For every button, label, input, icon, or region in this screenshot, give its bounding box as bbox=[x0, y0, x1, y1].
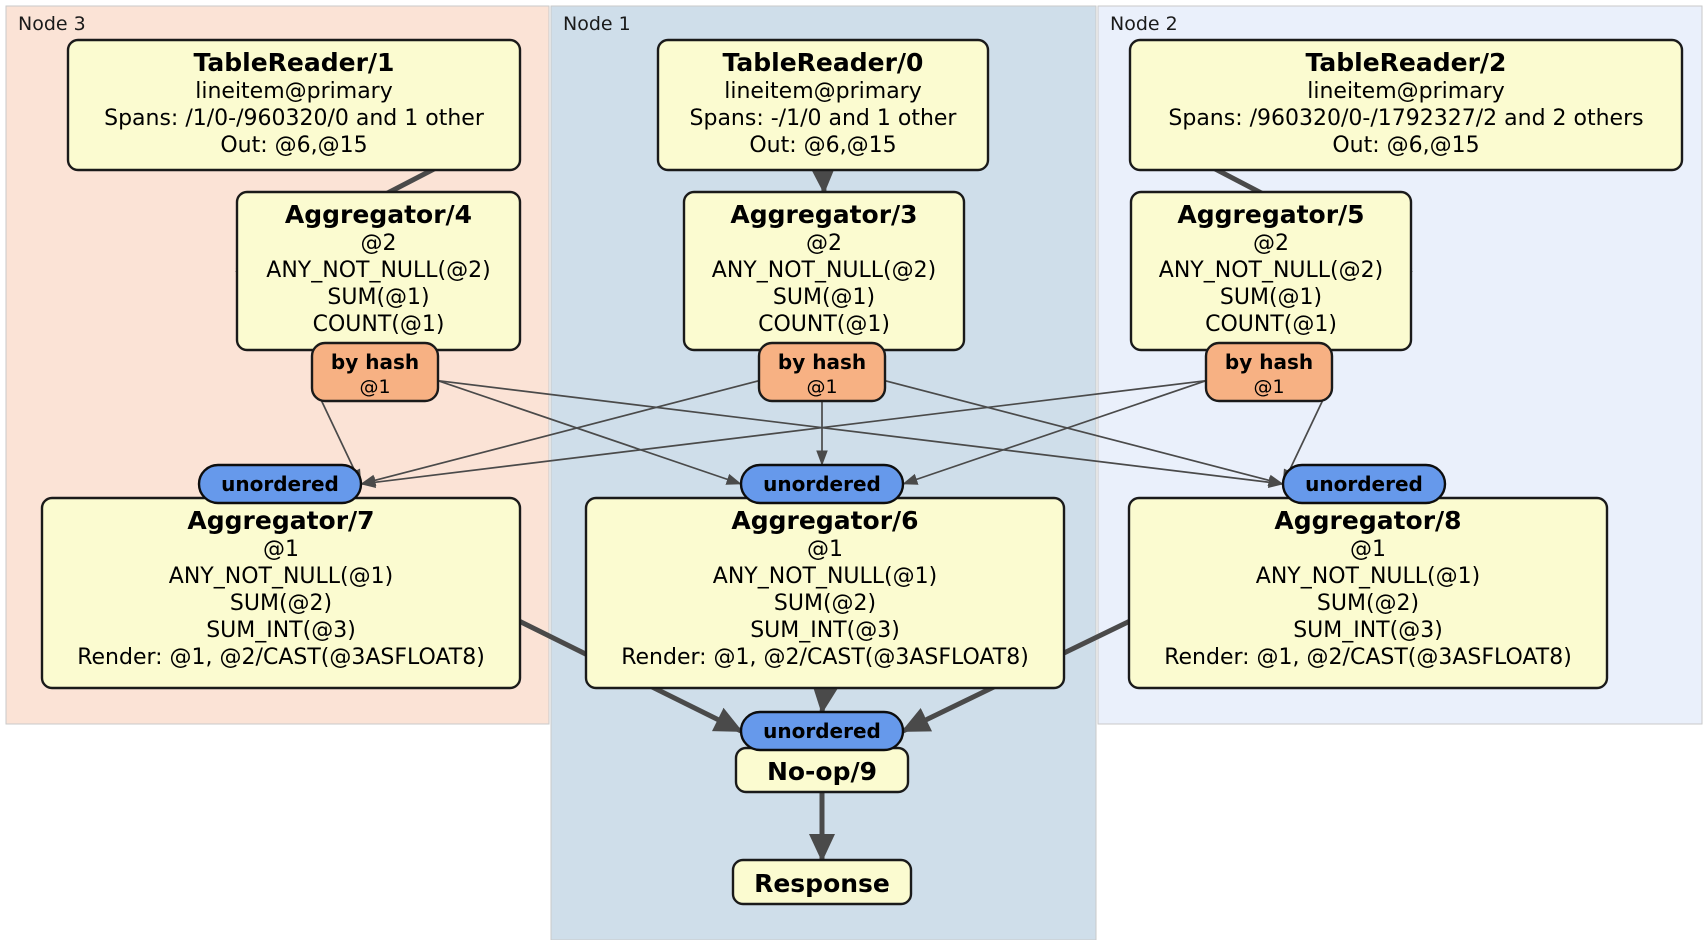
process-box-detail-line: SUM(@2) bbox=[230, 591, 332, 616]
process-box-detail-line: ANY_NOT_NULL(@2) bbox=[712, 258, 936, 283]
process-box-detail-line: SUM(@1) bbox=[1220, 285, 1322, 310]
hash-router-label: by hash bbox=[778, 350, 866, 374]
process-box-detail-line: Out: @6,@15 bbox=[1332, 133, 1479, 158]
unordered-synchronizer-label: unordered bbox=[221, 472, 339, 496]
process-box-frame bbox=[66, 38, 522, 172]
unordered-synchronizer-frame bbox=[739, 463, 905, 505]
unordered-synchronizer-label: unordered bbox=[1305, 472, 1423, 496]
process-box-frame bbox=[1128, 38, 1684, 172]
process-box-detail-line: ANY_NOT_NULL(@2) bbox=[1159, 258, 1383, 283]
process-box-detail-line: COUNT(@1) bbox=[313, 312, 445, 337]
process-box-detail-line: lineitem@primary bbox=[724, 79, 922, 104]
process-box-aggregator3[interactable]: Aggregator/3@2ANY_NOT_NULL(@2)SUM(@1)COU… bbox=[682, 190, 966, 352]
process-box-title: TableReader/0 bbox=[723, 48, 924, 77]
hash-router-column: @1 bbox=[359, 376, 390, 398]
unordered-synchronizer-label: unordered bbox=[763, 472, 881, 496]
edge-hash3-unordered7 bbox=[360, 379, 760, 486]
process-box-frame bbox=[731, 858, 913, 906]
process-box-detail-line: Spans: -/1/0 and 1 other bbox=[690, 106, 958, 131]
hash-router-pill-hash4[interactable]: by hash@1 bbox=[310, 341, 440, 403]
process-box-detail-line: Render: @1, @2/CAST(@3ASFLOAT8) bbox=[621, 645, 1029, 670]
unordered-synchronizer-unordered6[interactable]: unordered bbox=[739, 463, 905, 505]
unordered-synchronizer-unordered9[interactable]: unordered bbox=[739, 710, 905, 752]
process-box-aggregator6[interactable]: Aggregator/6@1ANY_NOT_NULL(@1)SUM(@2)SUM… bbox=[584, 496, 1066, 690]
process-box-detail-line: SUM(@1) bbox=[327, 285, 429, 310]
process-box-title: Response bbox=[754, 869, 890, 898]
process-box-frame bbox=[656, 38, 990, 172]
process-box-response[interactable]: Response bbox=[731, 858, 913, 906]
process-box-detail-line: @1 bbox=[807, 537, 843, 562]
hash-router-label: by hash bbox=[331, 350, 419, 374]
process-box-aggregator7[interactable]: Aggregator/7@1ANY_NOT_NULL(@1)SUM(@2)SUM… bbox=[40, 496, 522, 690]
process-box-detail-line: ANY_NOT_NULL(@2) bbox=[266, 258, 490, 283]
process-box-title: Aggregator/3 bbox=[730, 200, 917, 229]
process-box-detail-line: lineitem@primary bbox=[195, 79, 393, 104]
unordered-synchronizer-frame bbox=[1281, 463, 1447, 505]
hash-router-column: @1 bbox=[1253, 376, 1284, 398]
edge-hash5-unordered7 bbox=[360, 379, 1207, 488]
process-box-title: Aggregator/6 bbox=[731, 506, 918, 535]
process-box-noop9[interactable]: No-op/9 bbox=[734, 746, 910, 794]
edge-hash3-unordered8 bbox=[884, 379, 1284, 486]
process-box-detail-line: SUM_INT(@3) bbox=[750, 618, 900, 643]
process-box-title: No-op/9 bbox=[767, 757, 877, 786]
process-box-detail-line: lineitem@primary bbox=[1307, 79, 1505, 104]
process-box-detail-line: @2 bbox=[1253, 231, 1289, 256]
hash-router-frame bbox=[757, 341, 887, 403]
process-box-title: TableReader/2 bbox=[1306, 48, 1507, 77]
unordered-synchronizer-frame bbox=[197, 463, 363, 505]
process-box-detail-line: Spans: /960320/0-/1792327/2 and 2 others bbox=[1168, 106, 1643, 131]
process-box-detail-line: COUNT(@1) bbox=[1205, 312, 1337, 337]
process-box-detail-line: @1 bbox=[263, 537, 299, 562]
process-box-detail-line: @1 bbox=[1350, 537, 1386, 562]
hash-router-pill-hash3[interactable]: by hash@1 bbox=[757, 341, 887, 403]
process-box-title: TableReader/1 bbox=[194, 48, 395, 77]
process-box-aggregator4[interactable]: Aggregator/4@2ANY_NOT_NULL(@2)SUM(@1)COU… bbox=[235, 190, 522, 352]
process-box-detail-line: ANY_NOT_NULL(@1) bbox=[169, 564, 393, 589]
hash-router-label: by hash bbox=[1225, 350, 1313, 374]
process-box-detail-line: @2 bbox=[361, 231, 397, 256]
process-box-detail-line: Spans: /1/0-/960320/0 and 1 other bbox=[104, 106, 485, 131]
process-box-detail-line: SUM(@2) bbox=[774, 591, 876, 616]
edge-hash4-unordered6 bbox=[437, 379, 742, 485]
process-box-detail-line: COUNT(@1) bbox=[758, 312, 890, 337]
node-panel-label: Node 1 bbox=[563, 13, 631, 35]
process-box-detail-line: SUM(@1) bbox=[773, 285, 875, 310]
unordered-synchronizer-unordered7[interactable]: unordered bbox=[197, 463, 363, 505]
hash-router-pill-hash5[interactable]: by hash@1 bbox=[1204, 341, 1334, 403]
edge-agg6-unordered9 bbox=[812, 684, 839, 714]
process-box-detail-line: SUM_INT(@3) bbox=[206, 618, 356, 643]
process-box-detail-line: ANY_NOT_NULL(@1) bbox=[713, 564, 937, 589]
process-box-detail-line: Render: @1, @2/CAST(@3ASFLOAT8) bbox=[1164, 645, 1572, 670]
node-panel-label: Node 2 bbox=[1110, 13, 1178, 35]
process-box-detail-line: @2 bbox=[806, 231, 842, 256]
process-box-detail-line: Render: @1, @2/CAST(@3ASFLOAT8) bbox=[77, 645, 485, 670]
process-box-detail-line: SUM(@2) bbox=[1317, 591, 1419, 616]
process-box-title: Aggregator/4 bbox=[285, 200, 472, 229]
unordered-synchronizer-label: unordered bbox=[763, 719, 881, 743]
unordered-synchronizer-frame bbox=[739, 710, 905, 752]
process-box-detail-line: ANY_NOT_NULL(@1) bbox=[1256, 564, 1480, 589]
edge-hash4-unordered8 bbox=[437, 379, 1284, 488]
process-box-detail-line: SUM_INT(@3) bbox=[1293, 618, 1443, 643]
hash-router-frame bbox=[310, 341, 440, 403]
edge-tr0-agg3 bbox=[809, 165, 836, 194]
unordered-synchronizer-unordered8[interactable]: unordered bbox=[1281, 463, 1447, 505]
hash-router-frame bbox=[1204, 341, 1334, 403]
process-box-title: Aggregator/5 bbox=[1177, 200, 1364, 229]
process-box-detail-line: Out: @6,@15 bbox=[220, 133, 367, 158]
process-box-aggregator5[interactable]: Aggregator/5@2ANY_NOT_NULL(@2)SUM(@1)COU… bbox=[1129, 190, 1413, 352]
process-box-detail-line: Out: @6,@15 bbox=[749, 133, 896, 158]
hash-router-column: @1 bbox=[806, 376, 837, 398]
process-box-title: Aggregator/7 bbox=[187, 506, 374, 535]
edge-hash5-unordered6 bbox=[902, 379, 1207, 485]
node-panel-label: Node 3 bbox=[18, 13, 86, 35]
process-box-title: Aggregator/8 bbox=[1274, 506, 1461, 535]
process-box-aggregator8[interactable]: Aggregator/8@1ANY_NOT_NULL(@1)SUM(@2)SUM… bbox=[1127, 496, 1609, 690]
